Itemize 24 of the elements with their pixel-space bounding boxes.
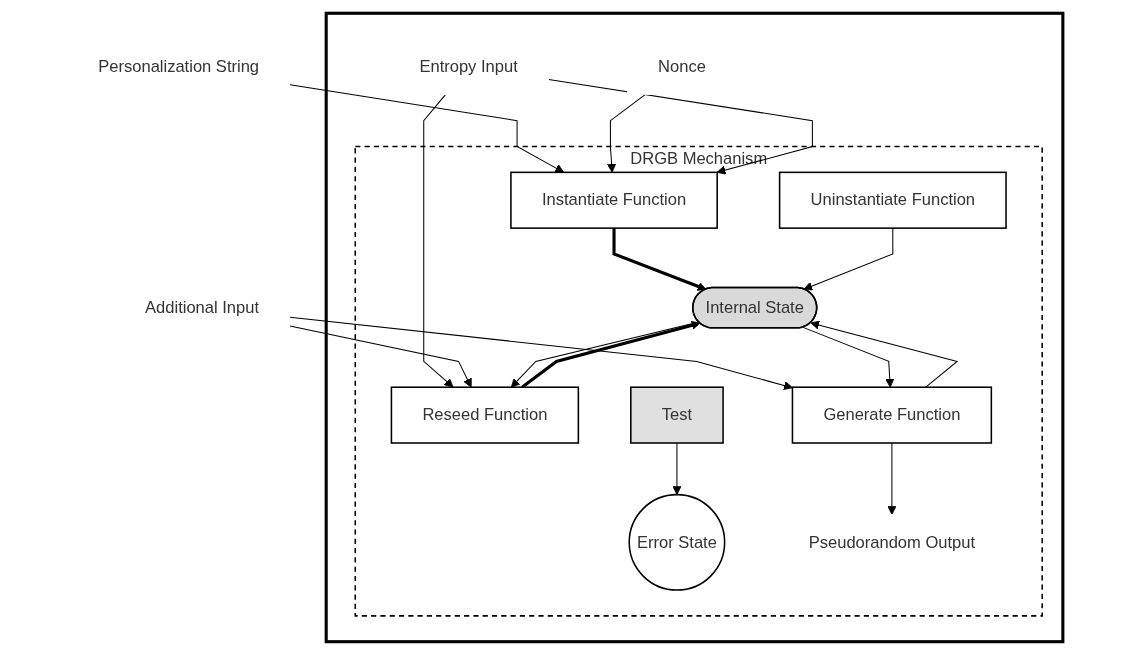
arrow bbox=[289, 316, 793, 390]
node-box: Reseed Function bbox=[390, 386, 580, 444]
node-box: Test bbox=[629, 386, 724, 444]
node-circle: Error State bbox=[628, 493, 726, 591]
arrow bbox=[423, 94, 454, 388]
node-box: Uninstantiate Function bbox=[778, 171, 1007, 229]
node-text: Entropy Input bbox=[419, 57, 518, 76]
node-text: Pseudorandom Output bbox=[808, 533, 975, 551]
node-box: Instantiate Function bbox=[510, 171, 718, 229]
node-box: Generate Function bbox=[791, 386, 993, 444]
arrow bbox=[607, 94, 646, 173]
arrow bbox=[548, 79, 813, 175]
arrow bbox=[802, 326, 895, 388]
arrow bbox=[289, 84, 565, 173]
node-text: Nonce bbox=[658, 57, 706, 76]
arrow bbox=[289, 325, 472, 388]
cluster bbox=[324, 11, 1065, 644]
arrow bbox=[810, 320, 959, 388]
node-text: Personalization String bbox=[98, 57, 259, 76]
arrow bbox=[887, 442, 897, 515]
arrow bbox=[612, 228, 707, 291]
arrow bbox=[803, 227, 894, 291]
node-text: Additional Input bbox=[145, 298, 259, 316]
arrow bbox=[672, 442, 682, 496]
